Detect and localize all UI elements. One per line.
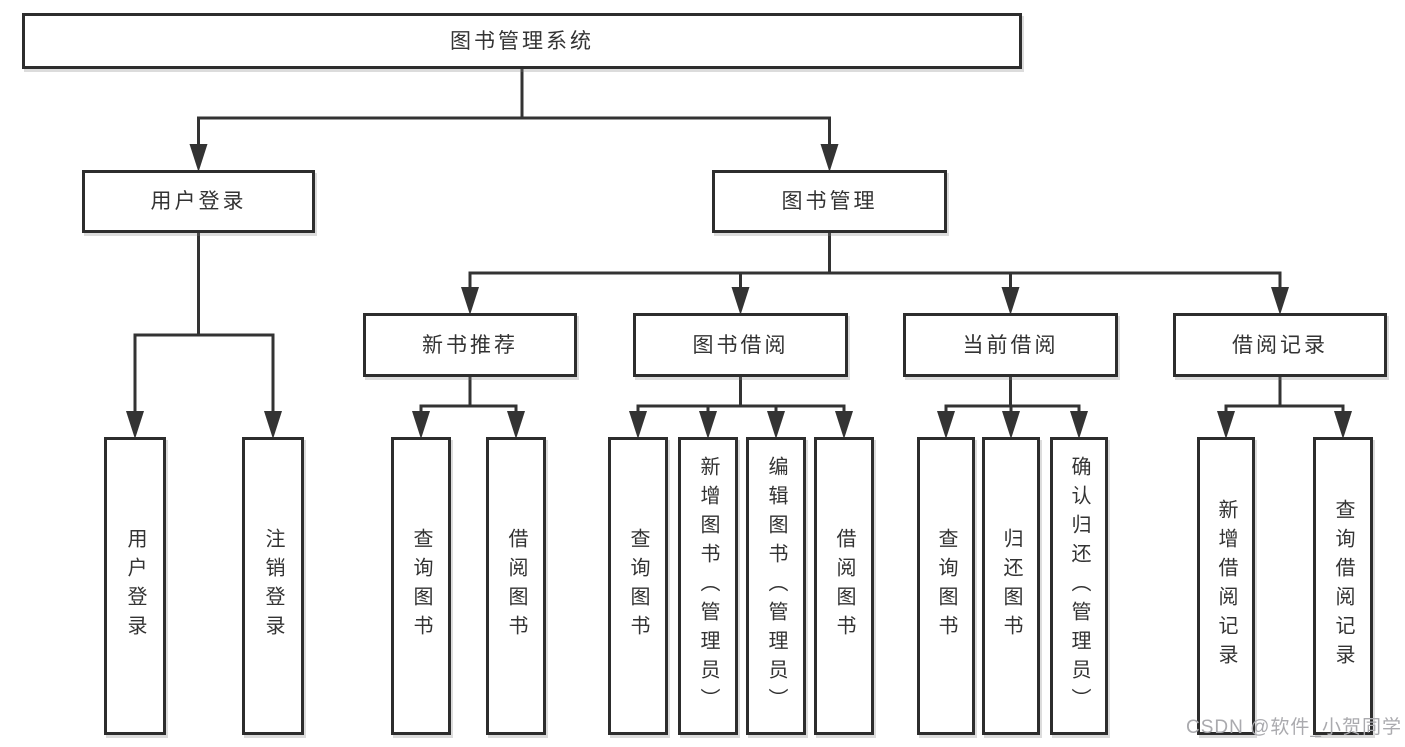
arrowhead-icon — [731, 287, 750, 315]
node-book-mgmt: 图书管理 — [712, 170, 947, 233]
arrowhead-icon — [820, 144, 839, 172]
arrowhead-icon — [1217, 411, 1235, 439]
node-current-borrow: 当前借阅 — [903, 313, 1118, 377]
node-leaf-nb-query: 查询图书 — [391, 437, 451, 735]
arrowhead-icon — [126, 411, 144, 439]
arrowhead-icon — [1271, 287, 1289, 315]
arrowhead-icon — [835, 411, 853, 439]
arrowhead-icon — [412, 411, 430, 439]
node-leaf-bb-borrow: 借阅图书 — [814, 437, 874, 735]
arrowhead-icon — [189, 144, 208, 172]
node-user-login: 用户登录 — [82, 170, 315, 233]
node-leaf-br-add: 新增借阅记录 — [1197, 437, 1255, 735]
arrowhead-icon — [699, 411, 717, 439]
node-leaf-bb-edit: 编辑图书（管理员） — [746, 437, 806, 735]
node-root: 图书管理系统 — [22, 13, 1022, 69]
node-leaf-logout: 注销登录 — [242, 437, 304, 735]
arrowhead-icon — [1001, 287, 1020, 315]
node-leaf-br-query: 查询借阅记录 — [1313, 437, 1373, 735]
arrowhead-icon — [937, 411, 955, 439]
node-new-book: 新书推荐 — [363, 313, 577, 377]
node-leaf-cb-return: 归还图书 — [982, 437, 1040, 735]
arrowhead-icon — [1334, 411, 1352, 439]
arrowhead-icon — [507, 411, 525, 439]
node-leaf-bb-query: 查询图书 — [608, 437, 668, 735]
arrowhead-icon — [1070, 411, 1088, 439]
node-leaf-bb-add: 新增图书（管理员） — [678, 437, 738, 735]
arrowhead-icon — [767, 411, 785, 439]
node-book-borrow: 图书借阅 — [633, 313, 848, 377]
arrowhead-icon — [264, 411, 282, 439]
node-borrow-record: 借阅记录 — [1173, 313, 1387, 377]
arrowhead-icon — [461, 287, 479, 315]
watermark: CSDN @软件_小贺同学 — [1186, 717, 1402, 738]
node-leaf-nb-borrow: 借阅图书 — [486, 437, 546, 735]
node-leaf-login: 用户登录 — [104, 437, 166, 735]
arrowhead-icon — [1002, 411, 1020, 439]
arrowhead-icon — [629, 411, 647, 439]
node-leaf-cb-confirm: 确认归还（管理员） — [1050, 437, 1108, 735]
node-leaf-cb-query: 查询图书 — [917, 437, 975, 735]
